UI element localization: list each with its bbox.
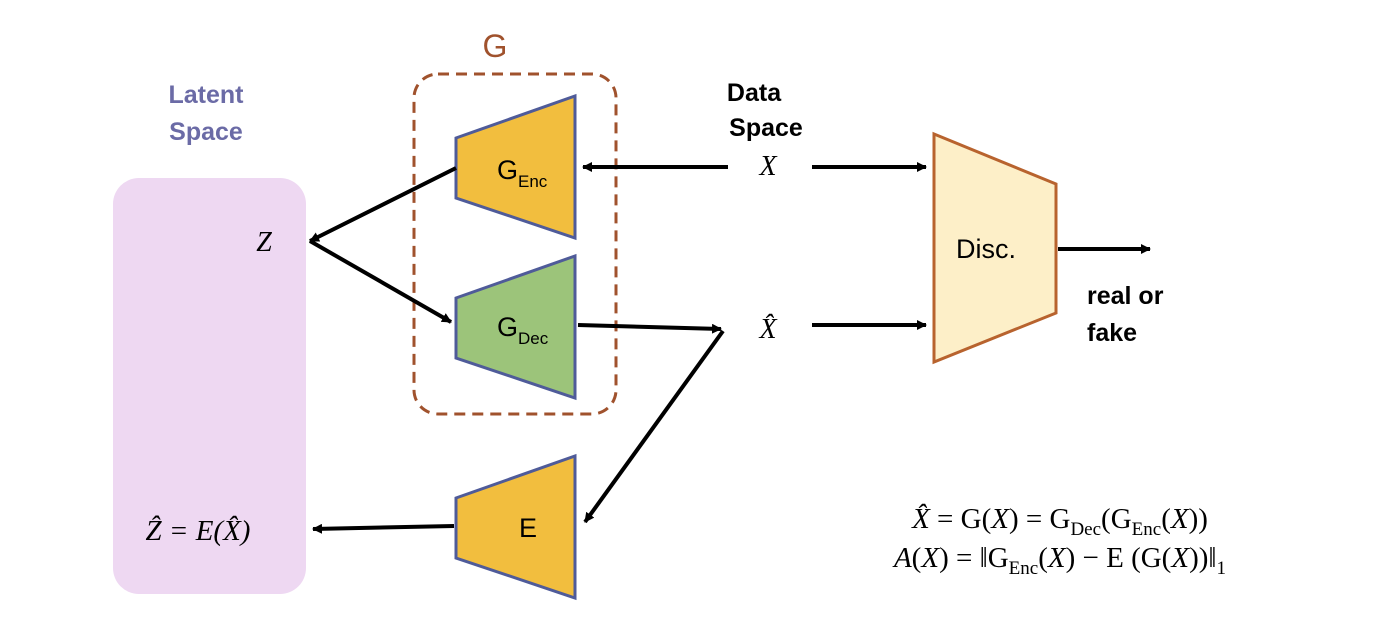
g-enc-block bbox=[454, 93, 577, 241]
g-dec-label: GDec bbox=[497, 312, 549, 348]
arrow-xhat-to-e bbox=[583, 329, 725, 524]
g-enc-label: GEnc bbox=[497, 155, 548, 191]
z-variable: Z bbox=[256, 227, 272, 258]
arrow-genc-to-z bbox=[309, 166, 457, 243]
arrow-gdec-to-xhat bbox=[577, 323, 722, 334]
output-label: real or bbox=[1087, 282, 1164, 310]
equation-anomaly-score: A(X) = ‖GEnc(X) − E (G(X))‖1 bbox=[892, 542, 1226, 579]
g-dec-block bbox=[454, 253, 577, 401]
latent-space-panel bbox=[113, 178, 306, 594]
latent-space-label: Latent bbox=[169, 81, 245, 109]
disc-label: Disc. bbox=[956, 234, 1016, 264]
arrows bbox=[309, 162, 1151, 534]
generator-group-label: G bbox=[483, 28, 508, 64]
x-variable: X bbox=[758, 151, 777, 182]
e-label: E bbox=[519, 513, 537, 543]
e-block bbox=[454, 453, 577, 601]
arrow-z-to-gdec bbox=[309, 239, 452, 324]
arrow-e-to-zhat bbox=[312, 523, 455, 534]
data-space-label-line2: Space bbox=[729, 114, 803, 142]
output-label-line2: fake bbox=[1087, 319, 1137, 347]
generator-group-box bbox=[412, 72, 618, 416]
equation-reconstruction: X̂ = G(X) = GDec(GEnc(X)) bbox=[911, 502, 1208, 540]
latent-space-label-line2: Space bbox=[169, 118, 243, 146]
data-space-label: Data bbox=[727, 79, 782, 107]
x-hat-variable: X̂ bbox=[758, 314, 777, 345]
disc-block bbox=[932, 131, 1058, 365]
z-hat-equation: Ẑ = E(X̂) bbox=[146, 514, 251, 547]
